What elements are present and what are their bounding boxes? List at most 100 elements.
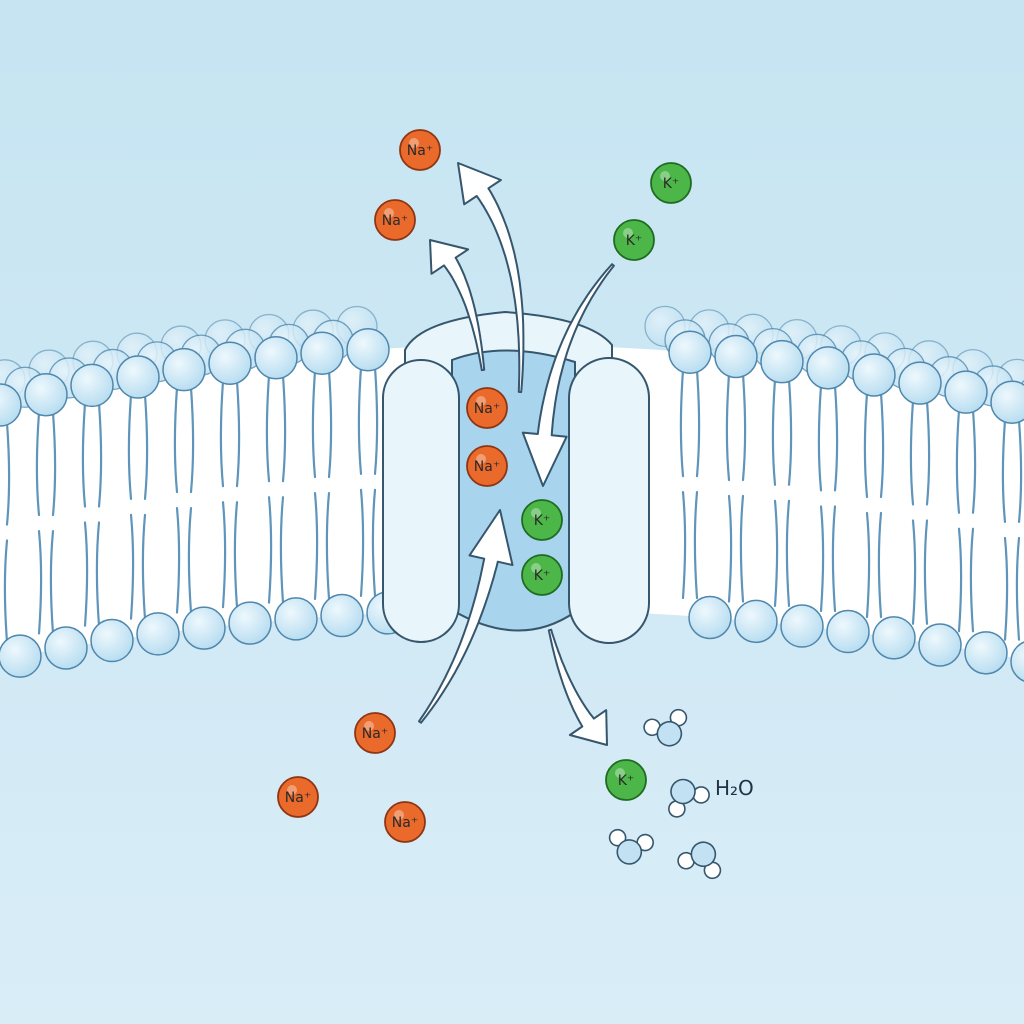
lipid-tail: [925, 400, 931, 506]
lipid-tail: [281, 374, 287, 483]
ion-highlight: [394, 810, 404, 820]
lipid-tail: [129, 513, 135, 620]
hydrogen-atom: [608, 828, 627, 847]
sodium-ion-sphere: [466, 387, 508, 429]
sodium-ion: Na⁺: [384, 801, 426, 843]
lipid-head: [668, 330, 712, 375]
lipid-tail: [81, 402, 87, 508]
sodium-ion-label: Na⁺: [474, 459, 500, 475]
lipid-head: [806, 346, 850, 390]
lipid-tail: [819, 505, 825, 613]
lipid-tail: [5, 421, 11, 526]
lipid-tail: [141, 513, 147, 620]
oxygen-atom: [690, 841, 717, 868]
lipid-tail: [833, 384, 839, 492]
lipid-tail: [693, 491, 699, 600]
water-molecule: [608, 828, 654, 865]
hydrogen-atom: [669, 708, 688, 727]
lipid-tail: [189, 386, 195, 494]
water-molecules: [608, 708, 722, 880]
arrow-potassium-out: [547, 628, 608, 746]
ion-highlight: [476, 454, 486, 464]
arrow-sodium-out-lower: [429, 239, 486, 372]
oxygen-atom: [656, 720, 683, 747]
lipid-head: [320, 593, 364, 638]
hydrogen-atom: [643, 718, 661, 737]
lipid-tail: [221, 501, 227, 609]
lipid-tail: [127, 393, 133, 500]
lipid-head: [714, 334, 758, 379]
lipid-tail: [969, 527, 975, 633]
potassium-ion-sphere: [605, 759, 647, 801]
lipid-tail: [173, 386, 179, 494]
potassium-ion-sphere: [521, 499, 563, 541]
lipid-head: [70, 363, 114, 408]
ion-channel-protein: [382, 310, 650, 644]
lipid-tail: [863, 391, 869, 499]
lipid-head: [734, 599, 778, 644]
sodium-ion-label: Na⁺: [285, 790, 311, 806]
sodium-ion-label: Na⁺: [407, 143, 433, 159]
sodium-ion: Na⁺: [466, 445, 508, 487]
lipid-tail: [911, 519, 917, 625]
lipid-tail: [311, 370, 317, 479]
lipid-tail: [957, 527, 963, 633]
potassium-ion-label: K⁺: [663, 176, 680, 192]
lipid-head: [852, 353, 896, 397]
lipid-head: [182, 606, 226, 650]
lipid-head: [44, 626, 88, 670]
lipid-head: [688, 595, 732, 640]
ion-highlight: [623, 228, 633, 238]
sodium-ion-sphere: [466, 445, 508, 487]
lipid-tail: [187, 506, 193, 614]
lipid-tail: [359, 488, 365, 598]
hydrogen-atom: [636, 833, 654, 852]
lipid-tail: [95, 521, 101, 627]
lipid-head: [944, 370, 988, 414]
lipid-head: [254, 335, 298, 380]
ion-highlight: [476, 396, 486, 406]
lipid-tail: [725, 373, 731, 482]
lipid-tail: [771, 378, 777, 486]
channel-right-subunit: [568, 357, 650, 644]
lipid-tail: [1015, 536, 1021, 641]
ion-highlight: [364, 721, 374, 731]
hydrogen-atom: [668, 800, 686, 818]
lipid-tail: [175, 506, 181, 614]
lipid-tail: [143, 393, 149, 500]
water-molecule: [668, 778, 710, 818]
lipid-tail: [327, 370, 333, 479]
ion-highlight: [660, 171, 670, 181]
lipid-tail: [3, 539, 9, 644]
lipid-head: [90, 618, 134, 663]
potassium-ion: K⁺: [613, 219, 655, 261]
lipid-head: [0, 383, 22, 427]
lipid-tail: [817, 384, 823, 492]
lipid-head: [918, 623, 962, 667]
potassium-ion: K⁺: [521, 554, 563, 596]
lipid-tail: [83, 521, 89, 627]
potassium-ion-label: K⁺: [626, 233, 643, 249]
lipid-head: [760, 339, 804, 384]
water-label: H₂O: [715, 776, 754, 800]
water-molecule: [677, 841, 722, 880]
lipid-tail: [971, 409, 977, 514]
lipid-tail: [357, 366, 363, 475]
lipid-head: [1010, 641, 1024, 682]
lipid-tail: [923, 519, 929, 625]
hydrogen-atom: [703, 861, 722, 880]
lipid-head: [346, 327, 390, 372]
sodium-ion: Na⁺: [277, 776, 319, 818]
potassium-ion-label: K⁺: [534, 568, 551, 584]
lipid-head: [990, 380, 1024, 424]
lipid-tail: [879, 391, 885, 499]
lipid-head: [872, 616, 916, 660]
arrow-potassium-in: [521, 263, 615, 487]
lipid-tail: [741, 373, 747, 482]
lipid-tail: [265, 374, 271, 483]
ion-highlight: [615, 768, 625, 778]
potassium-ion-sphere: [650, 162, 692, 204]
potassium-ion: K⁺: [605, 759, 647, 801]
lipid-tail: [695, 369, 701, 478]
lipid-tail: [279, 496, 285, 604]
